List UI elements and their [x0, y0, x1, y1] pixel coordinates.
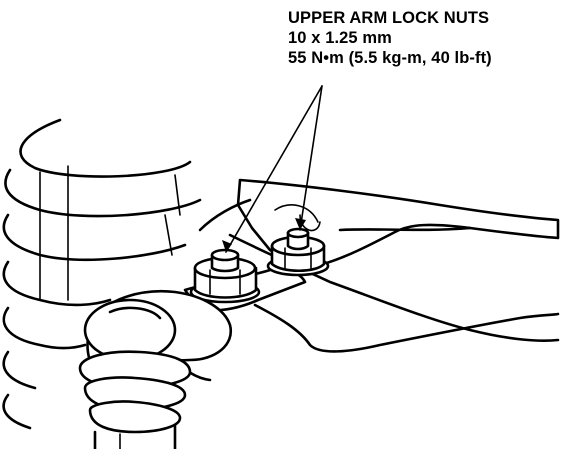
- callout-title: UPPER ARM LOCK NUTS: [288, 9, 490, 27]
- lock-nut-callout: UPPER ARM LOCK NUTS 10 x 1.25 mm 55 N•m …: [288, 8, 492, 68]
- ball-joint-boot: [78, 350, 192, 449]
- lock-nut-rear: [266, 227, 330, 277]
- callout-torque-spec: 55 N•m (5.5 kg-m, 40 lb-ft): [288, 49, 492, 67]
- callout-leader-lines: [222, 85, 323, 253]
- lock-nut-front: [189, 248, 261, 304]
- coil-spring: [2, 118, 202, 430]
- callout-thread-size: 10 x 1.25 mm: [288, 29, 392, 47]
